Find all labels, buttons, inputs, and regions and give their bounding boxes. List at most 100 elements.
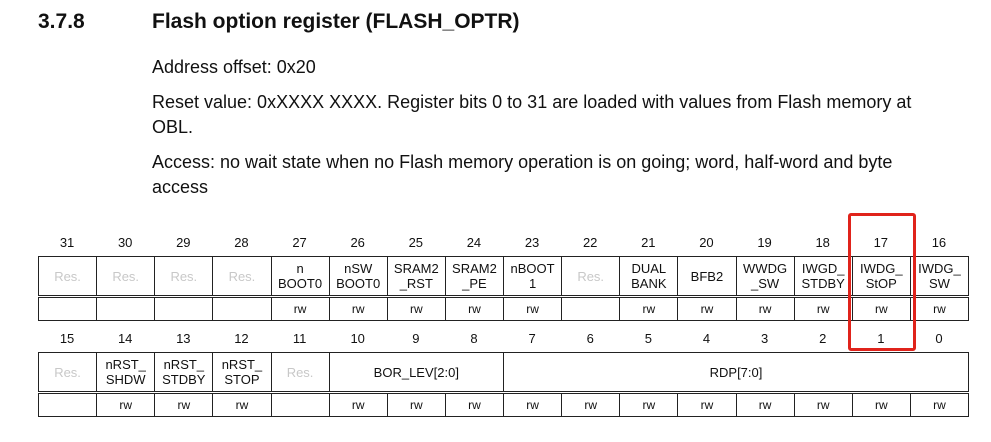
bit-number: 30 xyxy=(117,235,133,250)
field-label: Res. xyxy=(577,268,605,284)
bit-number: 25 xyxy=(408,235,424,250)
access-cell: rw xyxy=(503,393,563,417)
field-label: BFB2 xyxy=(690,268,724,284)
field-label: Res. xyxy=(286,364,314,380)
field-label: nRST_STOP xyxy=(221,357,263,387)
access-cell: rw xyxy=(328,393,388,417)
access-cell: rw xyxy=(386,297,446,321)
field-label: BOR_LEV[2:0] xyxy=(373,364,459,380)
field-label: SRAM2_RST xyxy=(393,261,439,291)
field-label: Res. xyxy=(228,268,256,284)
access-cell: rw xyxy=(619,297,679,321)
access-cell: rw xyxy=(909,297,969,321)
bit-number: 17 xyxy=(873,235,889,250)
field-label: nRST_STDBY xyxy=(162,357,206,387)
field-label: IWDG_StOP xyxy=(860,261,903,291)
reserved-field: Res. xyxy=(561,256,621,296)
access-cell: rw xyxy=(386,393,446,417)
bit-number: 19 xyxy=(757,235,772,250)
bit-number: 22 xyxy=(582,235,598,250)
bit-number: 9 xyxy=(412,331,420,346)
bit-number: 23 xyxy=(524,235,540,250)
access-cell: rw xyxy=(793,297,853,321)
bit-number: 20 xyxy=(699,235,714,250)
section-title: Flash option register (FLASH_OPTR) xyxy=(152,10,520,33)
bit-number: 16 xyxy=(931,235,947,250)
bit-number: 24 xyxy=(466,235,482,250)
register-field: nRST_STOP xyxy=(212,352,272,392)
access-cell: rw xyxy=(154,393,214,417)
access-cell xyxy=(270,393,330,417)
register-field: SRAM2_PE xyxy=(444,256,504,296)
access-cell: rw xyxy=(677,297,737,321)
reserved-field: Res. xyxy=(212,256,272,296)
bit-number: 10 xyxy=(350,331,365,346)
bit-number: 29 xyxy=(176,235,191,250)
access-cell xyxy=(212,297,272,321)
register-field: WWDG_SW xyxy=(735,256,795,296)
field-label: Res. xyxy=(54,364,81,380)
bit-number: 1 xyxy=(877,331,885,346)
field-label: WWDG_SW xyxy=(743,261,788,291)
register-field: nRST_SHDW xyxy=(96,352,156,392)
bit-number: 31 xyxy=(59,235,75,250)
bit-number: 14 xyxy=(117,331,133,346)
iwdg-stop-highlight-box xyxy=(848,213,916,351)
access-cell: rw xyxy=(619,393,679,417)
register-field: IWGD_STDBY xyxy=(793,256,853,296)
access-cell: rw xyxy=(677,393,737,417)
access-cell: rw xyxy=(793,393,853,417)
register-field: BFB2 xyxy=(677,256,737,296)
bit-number: 3 xyxy=(760,331,769,346)
bit-number: 5 xyxy=(644,331,652,346)
register-field: IWDG_SW xyxy=(909,256,969,296)
access-cell xyxy=(38,393,98,417)
bit-number: 13 xyxy=(176,331,191,346)
field-label: RDP[7:0] xyxy=(709,364,763,380)
reserved-field: Res. xyxy=(154,256,214,296)
bit-number: 26 xyxy=(350,235,365,250)
access-cell: rw xyxy=(735,393,795,417)
access-cell: rw xyxy=(851,393,911,417)
register-field: SRAM2_RST xyxy=(386,256,446,296)
access-cell: rw xyxy=(328,297,388,321)
reserved-field: Res. xyxy=(38,256,98,296)
bit-number: 28 xyxy=(234,235,249,250)
address-offset-text: Address offset: 0x20 xyxy=(152,57,316,77)
access-cell: rw xyxy=(503,297,563,321)
field-label: IWGD_STDBY xyxy=(801,261,845,291)
reserved-field: Res. xyxy=(270,352,330,392)
bit-number: 0 xyxy=(935,331,943,346)
access-cell: rw xyxy=(96,393,156,417)
access-cell: rw xyxy=(212,393,272,417)
field-label: SRAM2_PE xyxy=(452,261,497,291)
access-cell: rw xyxy=(444,393,504,417)
field-label: nRST_SHDW xyxy=(105,357,146,387)
bit-number: 8 xyxy=(470,331,478,346)
bit-number: 27 xyxy=(292,235,307,250)
field-label: Res. xyxy=(112,268,140,284)
bit-number: 12 xyxy=(234,331,249,346)
section-number: 3.7.8 xyxy=(38,10,85,33)
register-field: nRST_STDBY xyxy=(154,352,214,392)
bit-number: 6 xyxy=(586,331,594,346)
access-cell: rw xyxy=(909,393,969,417)
access-cell: rw xyxy=(270,297,330,321)
register-field: RDP[7:0] xyxy=(503,352,969,392)
bit-number: 18 xyxy=(815,235,830,250)
access-cell xyxy=(154,297,214,321)
bit-number: 2 xyxy=(819,331,827,346)
access-cell: rw xyxy=(561,393,621,417)
access-cell: rw xyxy=(735,297,795,321)
